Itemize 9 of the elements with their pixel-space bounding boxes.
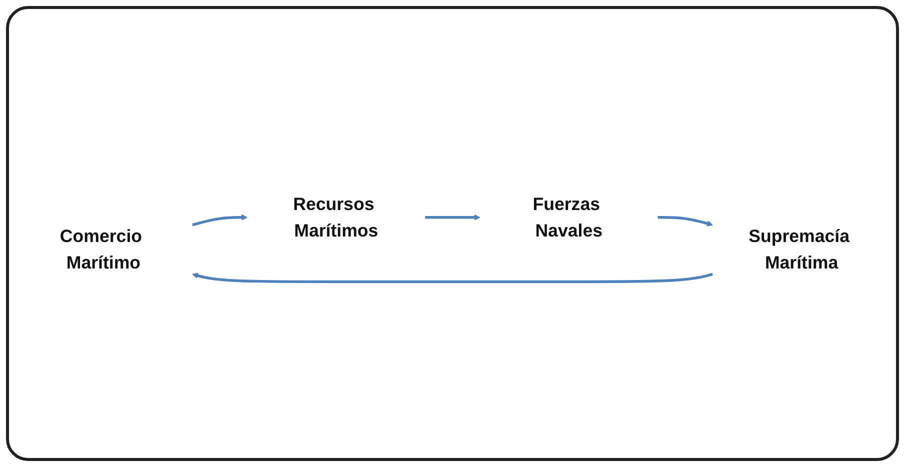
node-text: Supremacía Marítima <box>748 226 850 273</box>
arrow <box>425 214 480 220</box>
arrow <box>192 272 713 284</box>
node-text: Fuerzas Navales <box>532 193 602 241</box>
node-text: Recursos Marítimos <box>293 193 378 241</box>
node-text: Comercio Marítimo <box>60 226 142 273</box>
diagram-frame: Comercio Marítimo Recursos Marítimos Fuerzas Navales Supremacía Marítima <box>6 6 899 461</box>
arrow <box>658 216 713 226</box>
arrow <box>192 214 248 226</box>
